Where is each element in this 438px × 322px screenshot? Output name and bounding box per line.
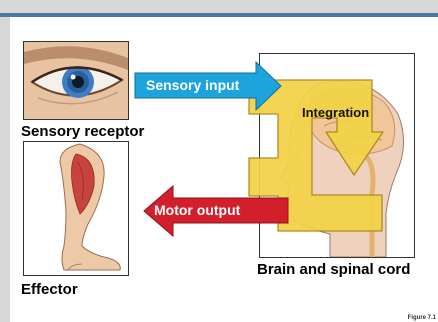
effector-image [23,141,129,276]
integration-label: Integration [302,106,369,119]
head-icon [260,54,414,257]
eye-icon [24,42,128,119]
figure-number: Figure 7.1 [408,315,436,321]
sensory-receptor-image [23,41,129,120]
leg-icon [24,142,128,275]
header-accent-line [0,13,438,17]
brain-spinal-cord-image [259,53,415,258]
sensory-input-label: Sensory input [146,78,239,92]
header-bar [0,0,438,17]
sensory-receptor-caption: Sensory receptor [21,124,144,139]
left-margin-bar [0,17,10,322]
brain-spinal-cord-caption: Brain and spinal cord [257,262,410,277]
motor-output-label: Motor output [154,203,240,217]
effector-caption: Effector [21,282,78,297]
